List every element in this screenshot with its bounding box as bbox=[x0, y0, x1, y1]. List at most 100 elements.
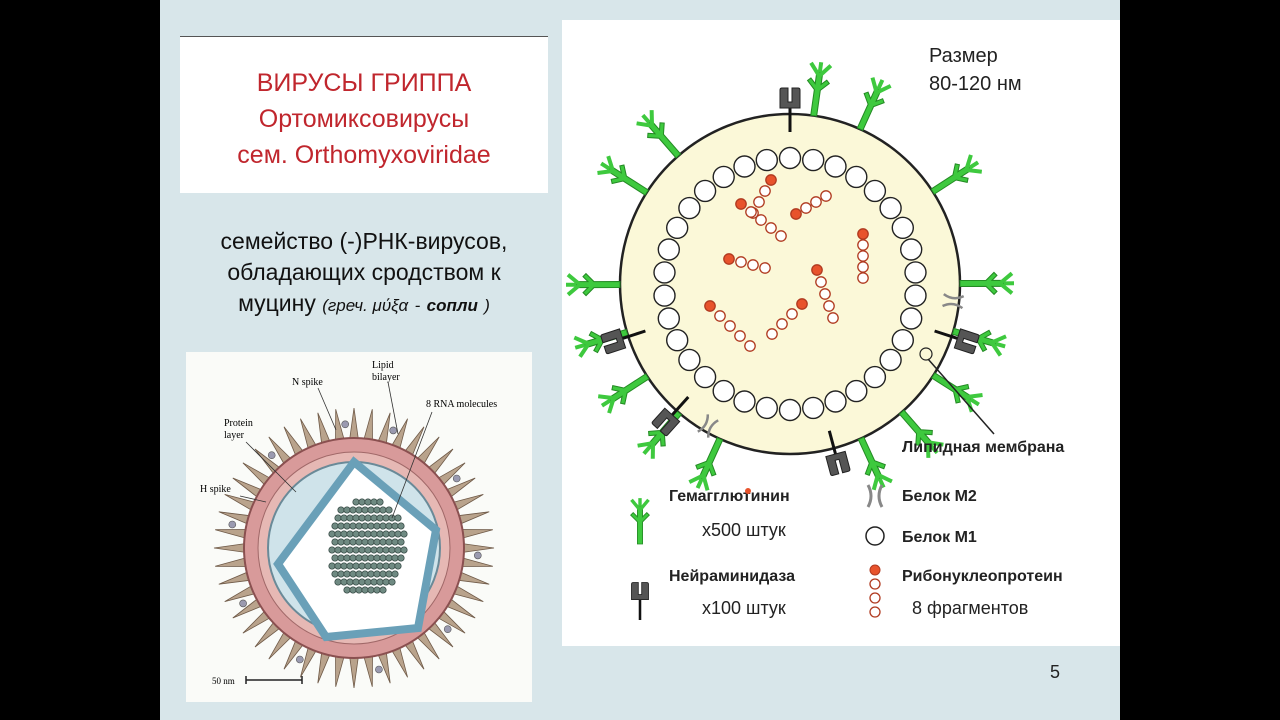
pointer-dot bbox=[745, 488, 751, 494]
label-lipid: Lipid bbox=[372, 360, 394, 371]
ribonucleoproteins bbox=[704, 174, 869, 352]
m1-protein bbox=[891, 329, 914, 352]
legend-neuraminidase-count: х100 штук bbox=[702, 598, 786, 618]
m1-protein bbox=[665, 329, 689, 352]
m1-protein bbox=[904, 261, 927, 284]
hemagglutinin-spike bbox=[856, 77, 892, 132]
m1-protein bbox=[824, 155, 847, 178]
m1-protein bbox=[653, 261, 676, 284]
m1-protein bbox=[678, 196, 701, 220]
size-value: 80-120 нм bbox=[929, 73, 1022, 95]
membrane-marker bbox=[919, 347, 933, 361]
label-protein: Protein bbox=[224, 418, 253, 429]
m1-protein bbox=[712, 165, 735, 189]
rnp-fragment bbox=[857, 228, 869, 284]
neuraminidase-spike bbox=[825, 430, 851, 476]
virus-schematic: Размер 80-120 нм Липидная мембрана Гемаг… bbox=[565, 45, 1064, 620]
description-dash: - bbox=[414, 296, 421, 315]
m1-protein bbox=[900, 238, 923, 261]
m1-protein bbox=[778, 146, 802, 170]
m2-legend-icon bbox=[866, 484, 884, 508]
description-paren-open: ( bbox=[322, 296, 328, 315]
label-bilayer: bilayer bbox=[372, 372, 400, 383]
rnp-fragment bbox=[811, 264, 839, 324]
m1-protein bbox=[824, 390, 847, 413]
description-line-2: обладающих сродством к bbox=[227, 259, 501, 285]
hemagglutinin-spike bbox=[597, 155, 650, 196]
membrane-pointer bbox=[927, 358, 995, 435]
neuraminidase-spike bbox=[600, 328, 646, 355]
description-line-3: муцину (греч. μύξα - сопли ) bbox=[180, 288, 548, 321]
legend: Гемагглютинин х500 штук Нейраминидаза х1… bbox=[630, 484, 1063, 620]
membrane-label: Липидная мембрана bbox=[902, 439, 1064, 456]
m1-protein bbox=[863, 365, 887, 389]
m2-channel bbox=[697, 414, 719, 438]
rnp-fragment bbox=[723, 253, 771, 274]
title-line-1: ВИРУСЫ ГРИППА bbox=[256, 69, 472, 97]
m1-protein bbox=[678, 348, 701, 372]
m1-protein bbox=[845, 379, 868, 403]
m1-protein bbox=[657, 307, 681, 330]
m1-protein bbox=[904, 284, 927, 307]
m1-protein bbox=[863, 179, 887, 203]
title-line-2: Ортомиксовирусы bbox=[258, 105, 470, 133]
neuraminidase-spike bbox=[779, 87, 801, 132]
rnp-fragment bbox=[735, 198, 787, 242]
m1-protein bbox=[712, 379, 735, 403]
envelope-proteins bbox=[565, 61, 1015, 491]
hemagglutinin-spike bbox=[688, 436, 724, 491]
rnp-fragment bbox=[766, 298, 808, 340]
scale-label: 50 nm bbox=[212, 676, 235, 686]
m1-protein bbox=[733, 155, 756, 178]
legend-m1: Белок М1 bbox=[902, 529, 977, 546]
m1-protein bbox=[657, 238, 681, 261]
m1-protein bbox=[693, 179, 717, 203]
legend-neuraminidase: Нейраминидаза bbox=[669, 568, 795, 585]
m1-protein bbox=[879, 348, 902, 372]
title-line-3: сем. Orthomyxoviridae bbox=[237, 141, 491, 169]
hemagglutinin-spike bbox=[857, 436, 893, 491]
description: семейство (-)РНК-вирусов, обладающих сро… bbox=[180, 226, 548, 321]
label-layer: layer bbox=[224, 430, 245, 441]
m1-protein bbox=[665, 216, 689, 240]
m1-protein bbox=[900, 307, 923, 330]
m1-protein bbox=[653, 284, 676, 307]
description-line-1: семейство (-)РНК-вирусов, bbox=[220, 228, 508, 254]
legend-rnp: Рибонуклеопротеин bbox=[902, 568, 1063, 585]
m1-protein bbox=[733, 390, 756, 413]
m1-legend-icon bbox=[865, 526, 885, 546]
hemagglutinin-spike bbox=[959, 271, 1015, 296]
m1-protein-ring bbox=[653, 146, 927, 422]
hemagglutinin-spike bbox=[806, 61, 833, 117]
virus-diagram-panel: Размер 80-120 нм Липидная мембрана Гемаг… bbox=[562, 20, 1120, 646]
virion-micrograph: 50 nm Lipid bilayer N spike 8 RNA molecu… bbox=[186, 352, 532, 702]
virion-illustration: 50 nm Lipid bilayer N spike 8 RNA molecu… bbox=[200, 360, 497, 689]
label-n-spike: N spike bbox=[292, 377, 323, 388]
hemagglutinin-spike bbox=[930, 372, 983, 413]
slide-number: 5 bbox=[1050, 662, 1061, 682]
description-snot: сопли bbox=[426, 296, 478, 315]
description-greek: греч. μύξα bbox=[327, 296, 409, 315]
hemagglutinin-legend-icon bbox=[630, 498, 650, 545]
m1-protein bbox=[801, 396, 825, 420]
m1-protein bbox=[879, 196, 902, 220]
m1-protein bbox=[755, 148, 779, 172]
hemagglutinin-spike bbox=[930, 154, 983, 195]
slide: ВИРУСЫ ГРИППА Ортомиксовирусы сем. Ortho… bbox=[160, 0, 1120, 720]
micro-rna-core bbox=[328, 498, 408, 594]
hemagglutinin-spike bbox=[898, 409, 944, 458]
neuraminidase-spike bbox=[934, 328, 980, 355]
legend-hemagglutinin: Гемагглютинин bbox=[669, 488, 790, 505]
m1-protein bbox=[891, 216, 914, 240]
m1-protein bbox=[778, 398, 802, 422]
m1-protein bbox=[693, 365, 717, 389]
neuraminidase-spike bbox=[651, 395, 690, 437]
hemagglutinin-spike bbox=[565, 272, 621, 297]
description-paren-close: ) bbox=[484, 296, 490, 315]
m1-protein bbox=[755, 396, 779, 420]
m2-channel bbox=[942, 293, 965, 310]
rnp-legend-icon bbox=[869, 564, 881, 618]
label-h-spike: H spike bbox=[200, 484, 231, 495]
hemagglutinin-spike bbox=[597, 373, 650, 414]
label-rna: 8 RNA molecules bbox=[426, 399, 497, 410]
